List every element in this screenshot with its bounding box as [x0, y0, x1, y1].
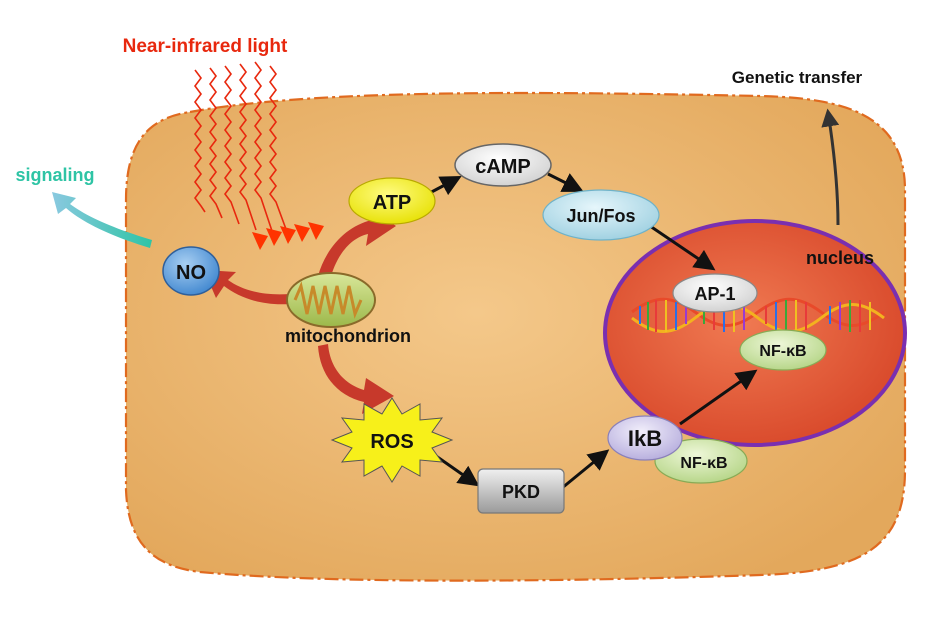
nfkb-cyto-label: NF-κB [680, 455, 727, 472]
ikb-node [607, 415, 683, 461]
near-infrared-light-label: Near-infrared light [123, 36, 288, 57]
ikb-label: IkB [628, 426, 662, 451]
signaling-arrow [52, 192, 152, 248]
genetic-transfer-arrow [821, 108, 840, 226]
camp-node [454, 143, 552, 187]
mitochondrion-output-arrows [204, 208, 396, 414]
nucleus [603, 219, 907, 447]
pathway-arrows [423, 172, 758, 490]
signaling-label: signaling [15, 165, 94, 185]
mitochondrion-icon [286, 272, 376, 328]
mitochondrion-label: mitochondrion [285, 326, 411, 346]
wavy-light-rays-icon [194, 61, 291, 241]
ap1-label: AP-1 [694, 284, 735, 304]
atp-label: ATP [373, 192, 412, 214]
light-arrowheads [252, 222, 324, 250]
nucleus-label: nucleus [806, 248, 874, 268]
pkd-label: PKD [502, 482, 540, 502]
no-label: NO [176, 262, 206, 284]
ros-node [330, 397, 454, 483]
no-node [162, 246, 220, 296]
genetic-transfer-label: Genetic transfer [732, 68, 863, 87]
atp-node [348, 177, 436, 225]
junfos-label: Jun/Fos [566, 206, 635, 226]
nfkb-cyto-node [654, 438, 748, 484]
camp-label: cAMP [475, 156, 531, 178]
nfkb-nucleus-node [739, 329, 827, 371]
nfkb-nucleus-label: NF-κB [759, 343, 806, 360]
ros-label: ROS [370, 431, 413, 453]
ap1-node [672, 273, 758, 313]
pkd-node [477, 468, 565, 514]
junfos-node [542, 189, 660, 241]
